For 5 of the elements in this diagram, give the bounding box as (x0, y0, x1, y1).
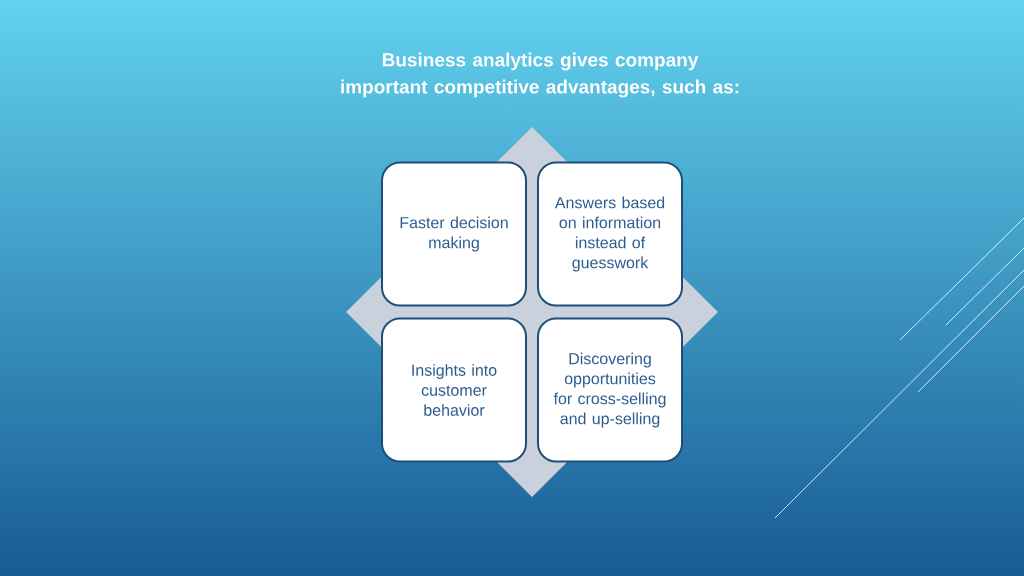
title: Business analytics gives company important competitive advantages, such as: (341, 52, 739, 98)
rounded-box: Insights into customer behavior (381, 317, 527, 463)
rounded-box: Discovering opportunities for cross-selling and up-selling (537, 317, 683, 463)
rounded-box: Answers based on information instead of guesswork (537, 161, 683, 307)
rounded-box: Faster decision making (381, 161, 527, 307)
